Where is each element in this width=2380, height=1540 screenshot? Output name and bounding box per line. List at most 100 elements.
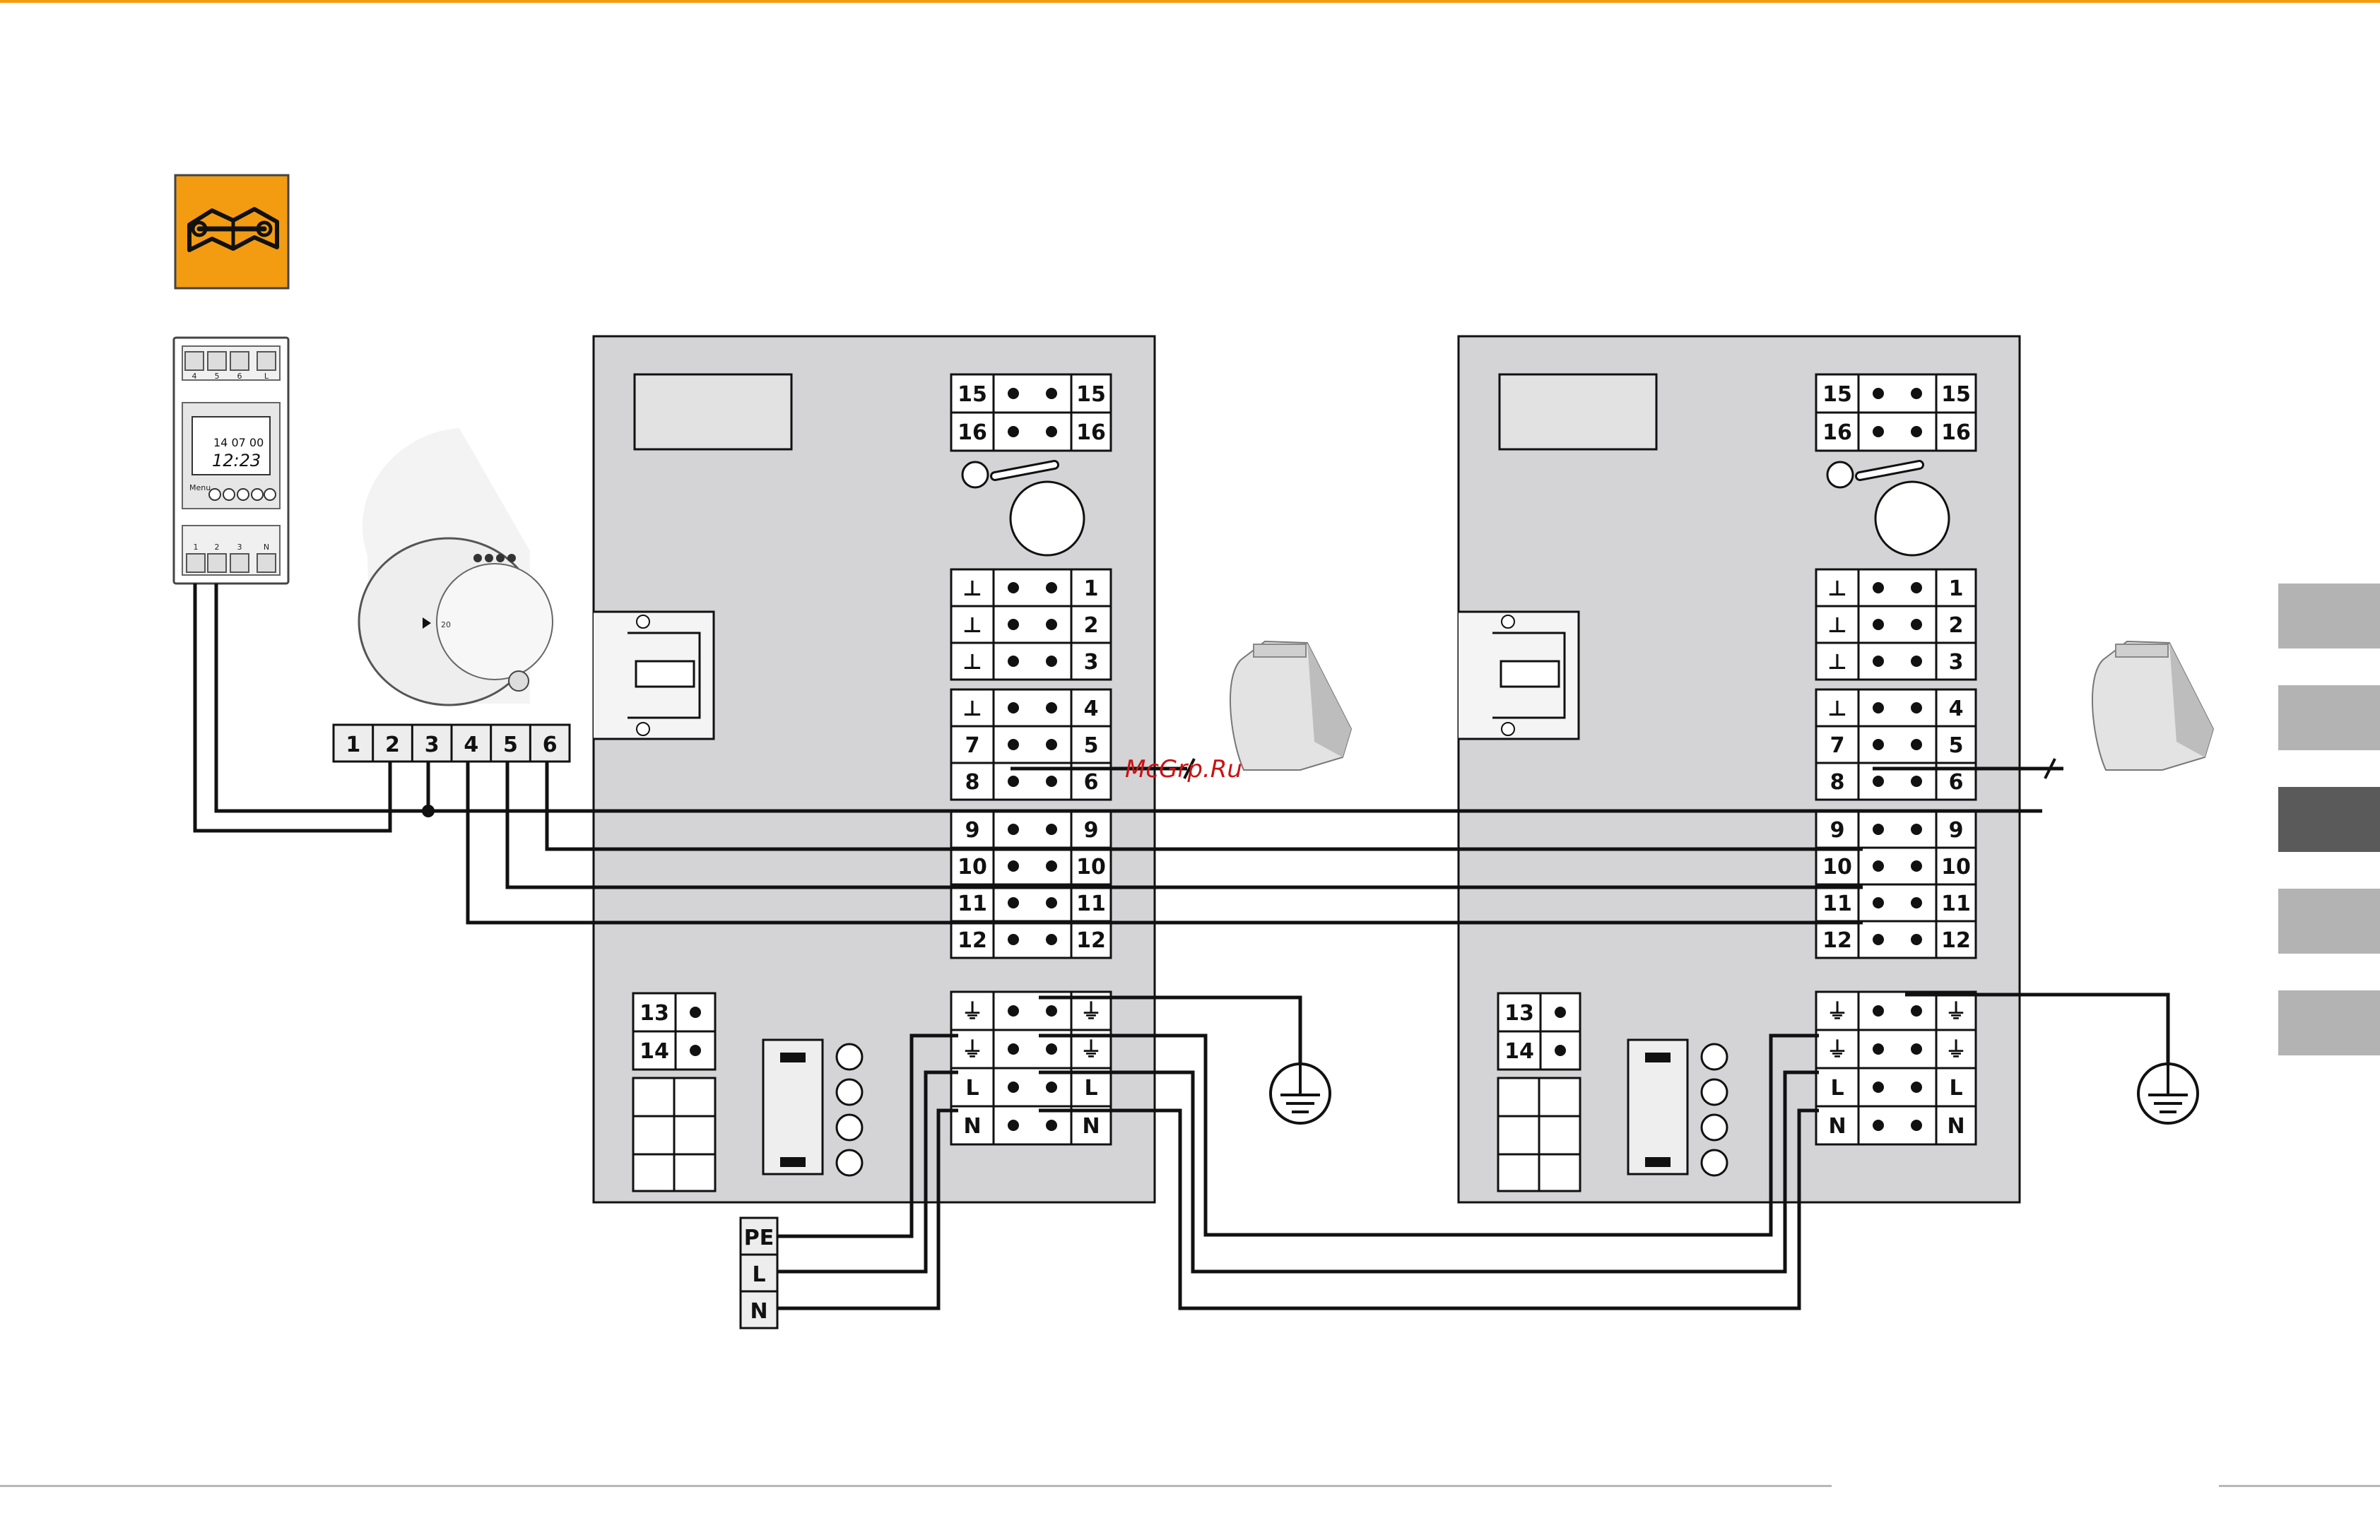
terminal-contact xyxy=(1911,702,1922,713)
terminal-label-left: 7 xyxy=(1830,733,1845,758)
terminal-contact xyxy=(1046,1043,1057,1055)
terminal-contact xyxy=(1008,897,1019,908)
timer-terminal-screw xyxy=(230,554,249,572)
terminal-contact xyxy=(1046,656,1057,667)
terminal-contact xyxy=(1873,776,1884,787)
terminal-label-left: N xyxy=(1828,1114,1846,1139)
terminal-contact xyxy=(1873,934,1884,945)
terminal-label-right: 12 xyxy=(1941,928,1971,953)
terminal-label-left: ⏚ xyxy=(962,1038,983,1062)
terminal-label-right: 3 xyxy=(1084,650,1099,675)
terminal-label-right: 9 xyxy=(1949,818,1964,843)
terminal-contact xyxy=(1911,619,1922,630)
terminal-contact xyxy=(1008,739,1019,750)
timer-top-terminal: 6 xyxy=(237,372,242,381)
terminal-label-right: ⏚ xyxy=(1080,1000,1102,1024)
terminal-contact xyxy=(1008,776,1019,787)
terminal-label-right: 10 xyxy=(1941,855,1971,879)
timer-terminal-screw xyxy=(257,554,276,572)
terminal-label-right: 15 xyxy=(1941,382,1971,407)
timer-bottom-terminal: 3 xyxy=(237,543,242,552)
supply-terminal-label: L xyxy=(752,1262,765,1287)
side-tab-2[interactable] xyxy=(2278,685,2380,750)
earth-icon xyxy=(1271,1064,1330,1123)
terminal-label-right: ⏚ xyxy=(1945,1038,1967,1062)
terminal-label-right: 4 xyxy=(1949,697,1964,721)
terminal-label-right: N xyxy=(1947,1114,1964,1139)
terminal-contact xyxy=(1046,739,1057,750)
terminal-label-left: 8 xyxy=(965,770,980,795)
side-tab-5[interactable] xyxy=(2278,990,2380,1055)
side-tab-1[interactable] xyxy=(2278,584,2380,648)
terminal-label-right: N xyxy=(1082,1114,1100,1139)
terminal-contact xyxy=(1046,1082,1057,1093)
timer-device: 4 5 6 L 14 07 00 12:23 Menu 1 2 3 N xyxy=(174,338,288,584)
terminal-contact xyxy=(1046,702,1057,713)
terminal-label-right: ⏚ xyxy=(1945,1000,1967,1024)
terminal-contact xyxy=(1046,934,1057,945)
timer-terminal-screw xyxy=(187,554,205,572)
terminal-label-right: 11 xyxy=(1941,892,1971,916)
terminal-contact xyxy=(1911,897,1922,908)
terminal-label-right: 5 xyxy=(1084,733,1099,758)
terminal-label-right: L xyxy=(1949,1076,1962,1101)
terminal-label-left: 10 xyxy=(1822,855,1852,879)
terminal-label-right: 6 xyxy=(1949,770,1964,795)
terminal-contact xyxy=(1555,1007,1566,1018)
terminal-label-right: 4 xyxy=(1084,697,1099,721)
terminal-contact xyxy=(1046,824,1057,835)
terminal-label-left: 15 xyxy=(958,382,987,407)
terminal-label-right: 9 xyxy=(1084,818,1099,843)
terminal-label-left: 12 xyxy=(958,928,987,953)
terminal-label-left: ⊥ xyxy=(1827,576,1846,601)
timer-button xyxy=(252,489,263,500)
timer-display-date: 14 07 00 xyxy=(213,436,264,449)
terminal-label-left: N xyxy=(963,1114,981,1139)
terminal-label-left: 16 xyxy=(1822,420,1852,445)
terminal-contact xyxy=(1008,824,1019,835)
terminal-label-right: 1 xyxy=(1949,576,1964,601)
terminal-label-right: 16 xyxy=(1076,420,1106,445)
terminal-contact xyxy=(1911,656,1922,667)
wiring-terminal-label: 4 xyxy=(464,733,478,757)
terminal-contact xyxy=(1873,582,1884,593)
side-tabs xyxy=(2278,584,2380,1055)
terminal-contact xyxy=(1046,388,1057,399)
terminal-label-left: 10 xyxy=(958,855,987,879)
aux-terminal-label: 13 xyxy=(1504,1001,1534,1026)
wiring-terminal-label: 2 xyxy=(385,733,400,757)
wiring-terminal-block: 123456 xyxy=(334,725,570,762)
terminal-label-right: 11 xyxy=(1076,892,1106,916)
side-tab-3[interactable] xyxy=(2278,787,2380,852)
timer-button xyxy=(264,489,276,500)
supply-terminal-label: N xyxy=(750,1299,767,1324)
wire-junction xyxy=(422,805,435,817)
terminal-label-left: 9 xyxy=(965,818,980,843)
terminal-label-left: ⊥ xyxy=(962,650,982,675)
terminal-contact xyxy=(1046,860,1057,872)
aux-terminal-label: 14 xyxy=(640,1039,669,1064)
terminal-contact xyxy=(1873,702,1884,713)
setpoint-knob xyxy=(1011,482,1084,555)
terminal-label-left: 15 xyxy=(1822,382,1852,407)
terminal-label-right: 1 xyxy=(1084,576,1099,601)
terminal-contact xyxy=(1008,426,1019,437)
terminal-contact xyxy=(1873,1120,1884,1131)
footer-line-right xyxy=(2219,1485,2380,1487)
label-window xyxy=(635,374,791,449)
status-led xyxy=(962,462,988,487)
terminal-label-left: ⏚ xyxy=(962,1000,983,1024)
terminal-label-left: ⏚ xyxy=(1827,1000,1848,1024)
terminal-contact xyxy=(1873,1082,1884,1093)
terminal-contact xyxy=(1911,582,1922,593)
thermostat-device: 20 xyxy=(359,428,553,705)
footer-line-left xyxy=(0,1485,1832,1487)
watermark: McGrp.Ru xyxy=(1125,755,1242,783)
side-tab-4[interactable] xyxy=(2278,889,2380,954)
wiring-terminal-label: 6 xyxy=(543,733,558,757)
terminal-contact xyxy=(1911,860,1922,872)
terminal-contact xyxy=(1911,1005,1922,1017)
terminal-contact xyxy=(1555,1045,1566,1056)
terminal-label-left: 9 xyxy=(1830,818,1845,843)
